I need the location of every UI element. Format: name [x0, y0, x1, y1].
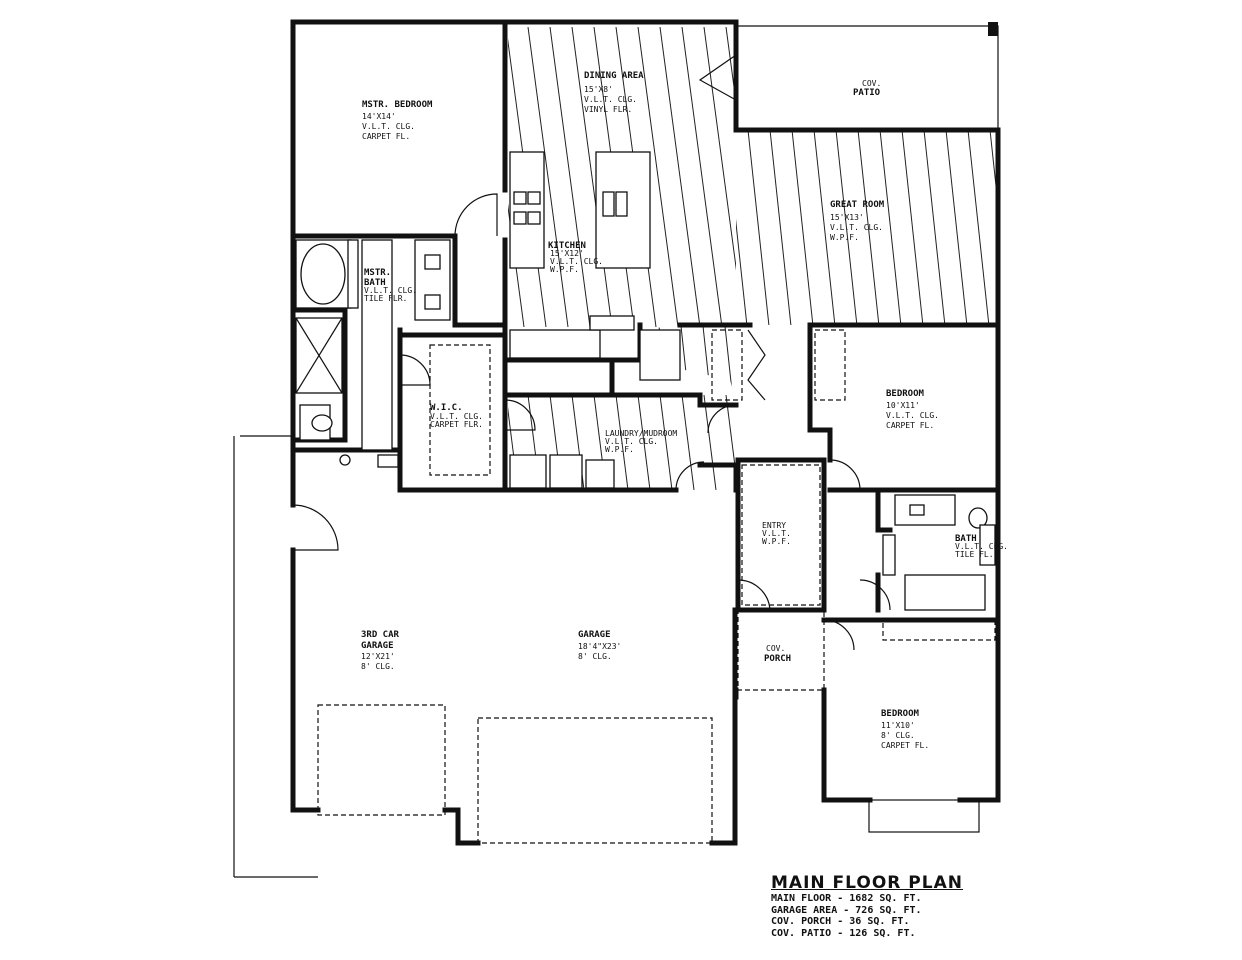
room-name: BATH [955, 534, 977, 544]
room-name: GREAT ROOM [830, 200, 885, 210]
svg-text:18'4"X23': 18'4"X23' [578, 642, 621, 651]
svg-text:W.P.F.: W.P.F. [762, 537, 791, 546]
svg-text:11'X10': 11'X10' [881, 721, 915, 730]
svg-text:TILE FL.: TILE FL. [955, 550, 994, 559]
label-laundry: LAUNDRY/MUDROOM V.L.T. CLG. W.P.F. [605, 429, 677, 454]
room-name: LAUNDRY/MUDROOM [605, 429, 677, 438]
label-cov-porch: COV. PORCH [764, 644, 791, 664]
room-name: ENTRY [762, 521, 786, 530]
svg-text:TILE FLR.: TILE FLR. [364, 294, 407, 303]
label-bedroom-2: BEDROOM 10'X11' V.L.T. CLG. CARPET FL. [886, 389, 939, 430]
svg-text:V.L.T. CLG.: V.L.T. CLG. [605, 437, 658, 446]
svg-text:8' CLG.: 8' CLG. [881, 731, 915, 740]
svg-text:V.L.T. CLG.: V.L.T. CLG. [584, 95, 637, 104]
svg-text:V.L.T. CLG.: V.L.T. CLG. [364, 286, 417, 295]
interior-walls [290, 19, 1001, 623]
laundry-fixtures [429, 329, 996, 691]
svg-text:GARAGE: GARAGE [361, 641, 394, 651]
floor-plan-legend: MAIN FLOOR PLAN MAIN FLOOR - 1682 SQ. FT… [771, 873, 1031, 939]
svg-text:PATIO: PATIO [853, 88, 881, 98]
svg-text:V.L.T. CLG.: V.L.T. CLG. [430, 412, 483, 421]
svg-text:CARPET FLR.: CARPET FLR. [430, 420, 483, 429]
area-main-floor: MAIN FLOOR - 1682 SQ. FT. [771, 893, 922, 904]
room-name: 3RD CAR [361, 630, 400, 640]
svg-text:COV.: COV. [766, 644, 785, 653]
room-labels: MSTR. BEDROOM 14'X14' V.L.T. CLG. CARPET… [361, 71, 1008, 750]
svg-text:CARPET FL.: CARPET FL. [886, 421, 934, 430]
label-cov-patio: COV. PATIO [853, 79, 881, 98]
svg-text:PORCH: PORCH [764, 654, 791, 664]
bath-fixtures [295, 239, 996, 611]
label-garage: GARAGE 18'4"X23' 8' CLG. [578, 630, 621, 661]
plan-title: MAIN FLOOR PLAN [771, 873, 963, 893]
door-swings [292, 54, 891, 651]
svg-text:W.P.F.: W.P.F. [605, 445, 634, 454]
kitchen-fixtures [509, 151, 681, 381]
svg-text:MSTR.: MSTR. [364, 268, 391, 278]
label-master-bath: MSTR. BATH V.L.T. CLG. TILE FLR. [364, 268, 417, 303]
area-cov-porch: COV. PORCH - 36 SQ. FT. [771, 916, 910, 927]
svg-text:W.P.F.: W.P.F. [830, 233, 859, 242]
room-name: KITCHEN [548, 241, 586, 251]
label-master-bedroom: MSTR. BEDROOM 14'X14' V.L.T. CLG. CARPET… [362, 100, 433, 141]
label-entry: ENTRY V.L.T. W.P.F. [762, 521, 791, 546]
svg-text:COV.: COV. [862, 79, 881, 88]
area-cov-patio: COV. PATIO - 126 SQ. FT. [771, 927, 916, 939]
svg-text:8' CLG.: 8' CLG. [578, 652, 612, 661]
svg-text:CARPET FL.: CARPET FL. [362, 132, 410, 141]
label-wic: W.I.C. V.L.T. CLG. CARPET FLR. [430, 403, 483, 429]
svg-text:15'X12': 15'X12' [550, 249, 584, 258]
patio-outline [736, 22, 999, 128]
label-bedroom-3: BEDROOM 11'X10' 8' CLG. CARPET FL. [881, 709, 929, 750]
svg-text:CARPET FL.: CARPET FL. [881, 741, 929, 750]
svg-text:BATH: BATH [364, 278, 386, 288]
svg-text:V.L.T. CLG.: V.L.T. CLG. [550, 257, 603, 266]
svg-text:12'X21': 12'X21' [361, 652, 395, 661]
room-name: MSTR. BEDROOM [362, 100, 433, 110]
label-dining-area: DINING AREA 15'X8' V.L.T. CLG. VINYL FLR… [584, 71, 644, 114]
label-great-room: GREAT ROOM 15'X13' V.L.T. CLG. W.P.F. [830, 200, 885, 242]
svg-text:15'X13': 15'X13' [830, 213, 864, 222]
room-name: BEDROOM [886, 389, 925, 399]
garage-doors [233, 435, 980, 878]
svg-text:V.L.T. CLG.: V.L.T. CLG. [955, 542, 1008, 551]
svg-text:V.L.T.: V.L.T. [762, 529, 791, 538]
svg-text:15'X8': 15'X8' [584, 85, 613, 94]
svg-text:14'X14': 14'X14' [362, 112, 396, 121]
room-name: BEDROOM [881, 709, 920, 719]
label-third-car-garage: 3RD CAR GARAGE 12'X21' 8' CLG. [361, 630, 400, 671]
svg-text:V.L.T. CLG.: V.L.T. CLG. [830, 223, 883, 232]
svg-text:10'X11': 10'X11' [886, 401, 920, 410]
svg-text:8' CLG.: 8' CLG. [361, 662, 395, 671]
room-name: GARAGE [578, 630, 611, 640]
label-kitchen: KITCHEN 15'X12' V.L.T. CLG. W.P.F. [548, 241, 603, 274]
area-garage: GARAGE AREA - 726 SQ. FT. [771, 904, 922, 916]
svg-text:V.L.T. CLG.: V.L.T. CLG. [886, 411, 939, 420]
svg-text:W.P.F.: W.P.F. [550, 265, 579, 274]
label-bath: BATH V.L.T. CLG. TILE FL. [955, 534, 1008, 559]
svg-text:V.L.T. CLG.: V.L.T. CLG. [362, 122, 415, 131]
room-name: DINING AREA [584, 71, 644, 81]
room-name: W.I.C. [430, 403, 463, 413]
svg-text:VINYL FLR.: VINYL FLR. [584, 105, 632, 114]
